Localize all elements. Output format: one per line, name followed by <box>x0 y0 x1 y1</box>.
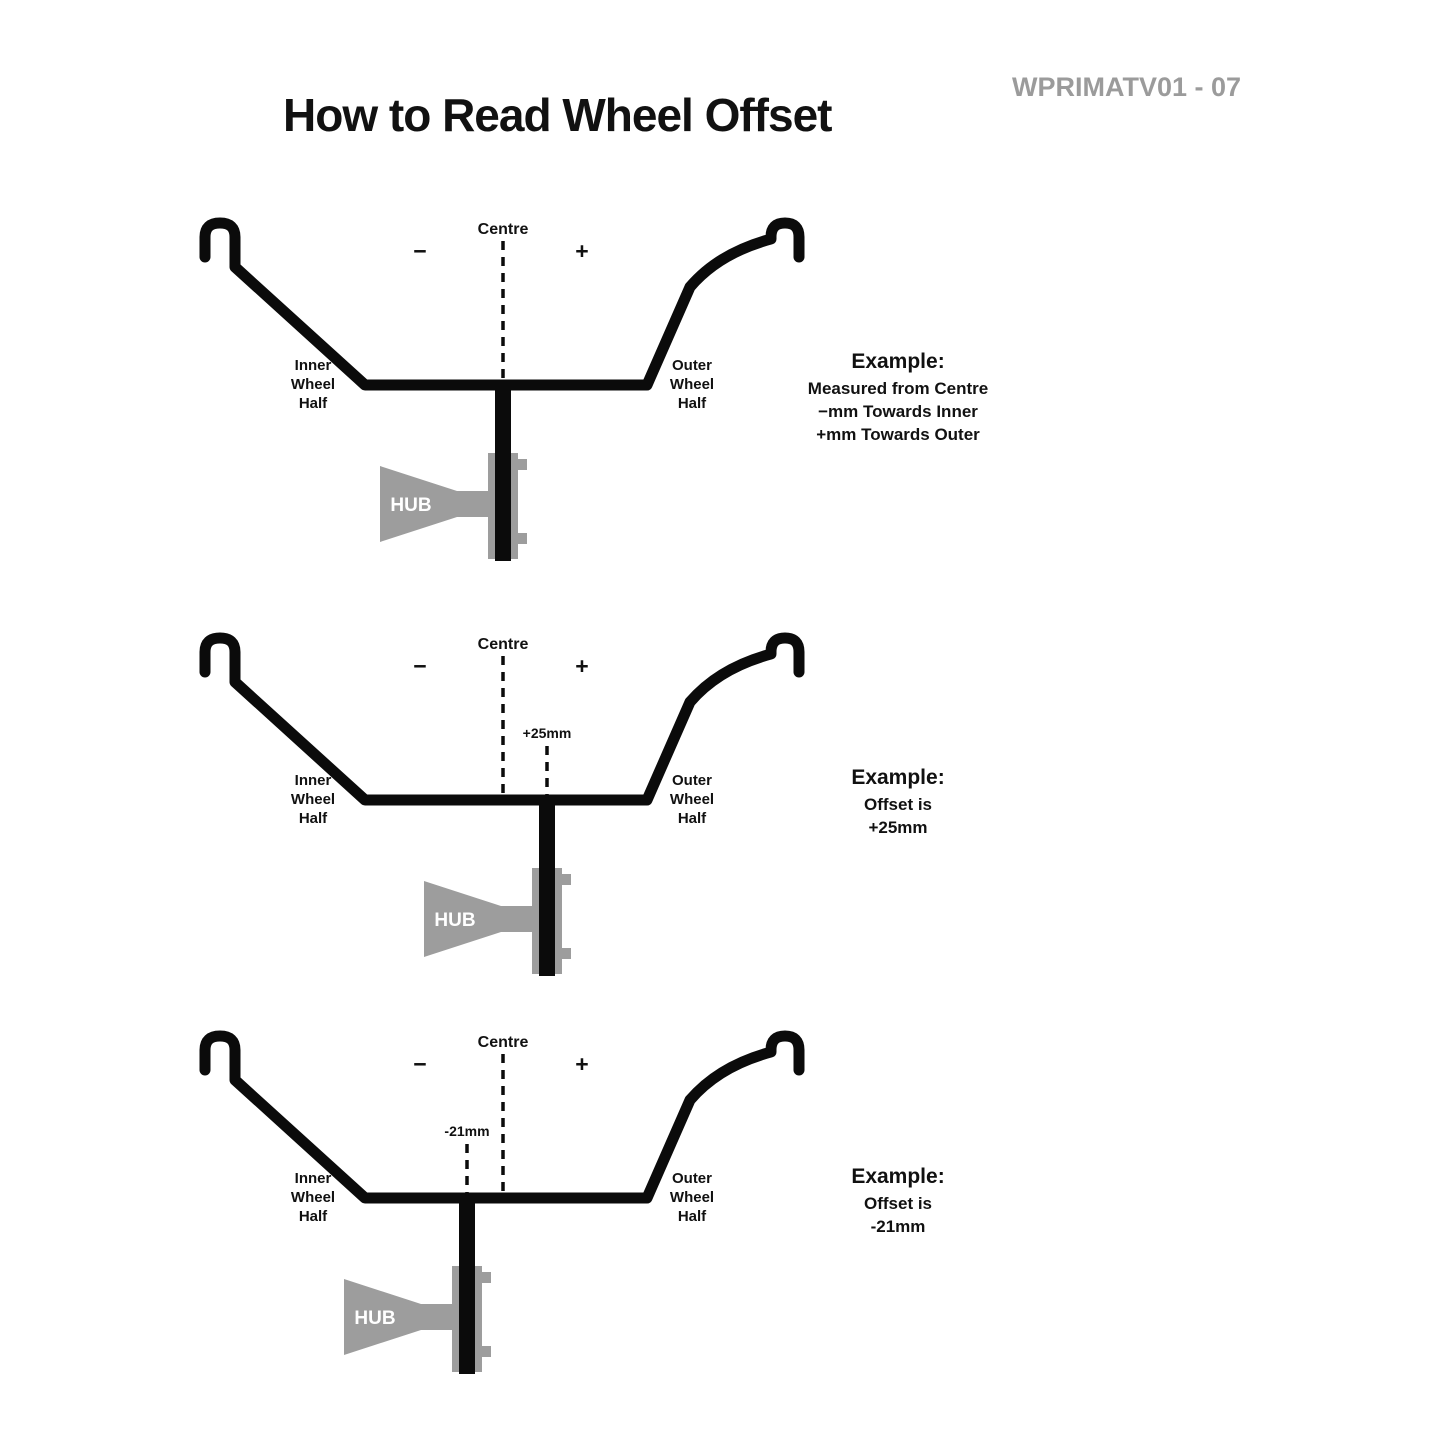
example-line: Measured from Centre <box>807 379 989 398</box>
outer-label-line1: Outer <box>672 1170 712 1187</box>
minus-sign: − <box>413 238 426 264</box>
example-line: Offset is <box>863 795 933 814</box>
plus-sign: + <box>575 238 588 264</box>
hub-assembly: HUB <box>344 1196 491 1374</box>
example-block-1: Example: Measured from Centre −mm Toward… <box>748 350 1048 446</box>
inner-label-line2: Wheel <box>291 376 335 393</box>
inner-label-line1: Inner <box>295 772 332 789</box>
wheel-diagram-minus21-offset: HUB -21mm Centre − + Inner Wheel Half Ou… <box>195 1028 835 1388</box>
outer-label-line3: Half <box>678 810 707 827</box>
outer-label-line1: Outer <box>672 772 712 789</box>
outer-wheel-half-label: Outer Wheel Half <box>670 357 714 412</box>
outer-wheel-half-label: Outer Wheel Half <box>670 1170 714 1225</box>
wheel-cross-section <box>199 1030 805 1204</box>
plus-sign: + <box>575 653 588 679</box>
wheel-diagram-minus21-svg: HUB -21mm Centre − + Inner Wheel Half Ou… <box>199 1030 805 1374</box>
mounting-face-bar <box>459 1196 475 1374</box>
centre-label: Centre <box>478 636 529 653</box>
mounting-face-bar <box>539 798 555 976</box>
outer-label-line2: Wheel <box>670 376 714 393</box>
inner-wheel-half-label: Inner Wheel Half <box>291 772 335 827</box>
inner-wheel-half-label: Inner Wheel Half <box>291 1170 335 1225</box>
hub-stud-top <box>560 874 571 885</box>
inner-label-line3: Half <box>299 810 328 827</box>
mounting-face-bar <box>495 383 511 561</box>
inner-label-line2: Wheel <box>291 791 335 808</box>
outer-label-line2: Wheel <box>670 1189 714 1206</box>
hub-assembly: HUB <box>380 383 527 561</box>
minus-sign: − <box>413 1051 426 1077</box>
wheel-diagram-zero-offset: HUB Centre − + Inner Wheel Half Outer Wh… <box>195 215 835 575</box>
example-heading: Example: <box>851 766 945 789</box>
plus-sign: + <box>575 1051 588 1077</box>
offset-marker-label: -21mm <box>444 1123 489 1139</box>
inner-label-line3: Half <box>299 395 328 412</box>
hub-stud-bottom <box>516 533 527 544</box>
hub-stud-bottom <box>480 1346 491 1357</box>
page-title: How to Read Wheel Offset <box>283 89 832 141</box>
centre-label: Centre <box>478 221 529 238</box>
hub-stud-top <box>480 1272 491 1283</box>
hub-assembly: HUB <box>424 798 571 976</box>
inner-wheel-half-label: Inner Wheel Half <box>291 357 335 412</box>
example-line: +25mm <box>868 818 928 837</box>
hub-body <box>380 466 491 542</box>
wheel-diagram-zero-offset-svg: HUB Centre − + Inner Wheel Half Outer Wh… <box>199 217 805 561</box>
wheel-diagram-plus25-svg: HUB +25mm Centre − + Inner Wheel Half Ou… <box>199 632 805 976</box>
offset-marker-label: +25mm <box>523 725 572 741</box>
hub-body <box>344 1279 455 1355</box>
hub-label: HUB <box>390 495 431 516</box>
example-heading: Example: <box>851 350 945 373</box>
wheel-diagram-plus25-offset: HUB +25mm Centre − + Inner Wheel Half Ou… <box>195 630 835 990</box>
inner-label-line2: Wheel <box>291 1189 335 1206</box>
inner-label-line1: Inner <box>295 1170 332 1187</box>
minus-sign: − <box>413 653 426 679</box>
example-line: −mm Towards Inner <box>818 402 978 421</box>
hub-body <box>424 881 535 957</box>
centre-label: Centre <box>478 1034 529 1051</box>
example-block-2: Example: Offset is +25mm <box>748 766 1048 839</box>
example-line: +mm Towards Outer <box>816 425 980 444</box>
document-code: WPRIMATV01 - 07 <box>1012 72 1242 102</box>
hub-label: HUB <box>354 1308 395 1329</box>
example-block-3: Example: Offset is -21mm <box>748 1165 1048 1238</box>
wheel-cross-section <box>199 217 805 391</box>
hub-label: HUB <box>434 910 475 931</box>
example-heading: Example: <box>851 1165 945 1188</box>
outer-label-line3: Half <box>678 1208 707 1225</box>
outer-wheel-half-label: Outer Wheel Half <box>670 772 714 827</box>
example-line: Offset is <box>863 1194 933 1213</box>
inner-label-line1: Inner <box>295 357 332 374</box>
hub-stud-bottom <box>560 948 571 959</box>
outer-label-line1: Outer <box>672 357 712 374</box>
outer-label-line3: Half <box>678 395 707 412</box>
example-line: -21mm <box>870 1217 926 1236</box>
outer-label-line2: Wheel <box>670 791 714 808</box>
wheel-cross-section <box>199 632 805 806</box>
inner-label-line3: Half <box>299 1208 328 1225</box>
hub-stud-top <box>516 459 527 470</box>
